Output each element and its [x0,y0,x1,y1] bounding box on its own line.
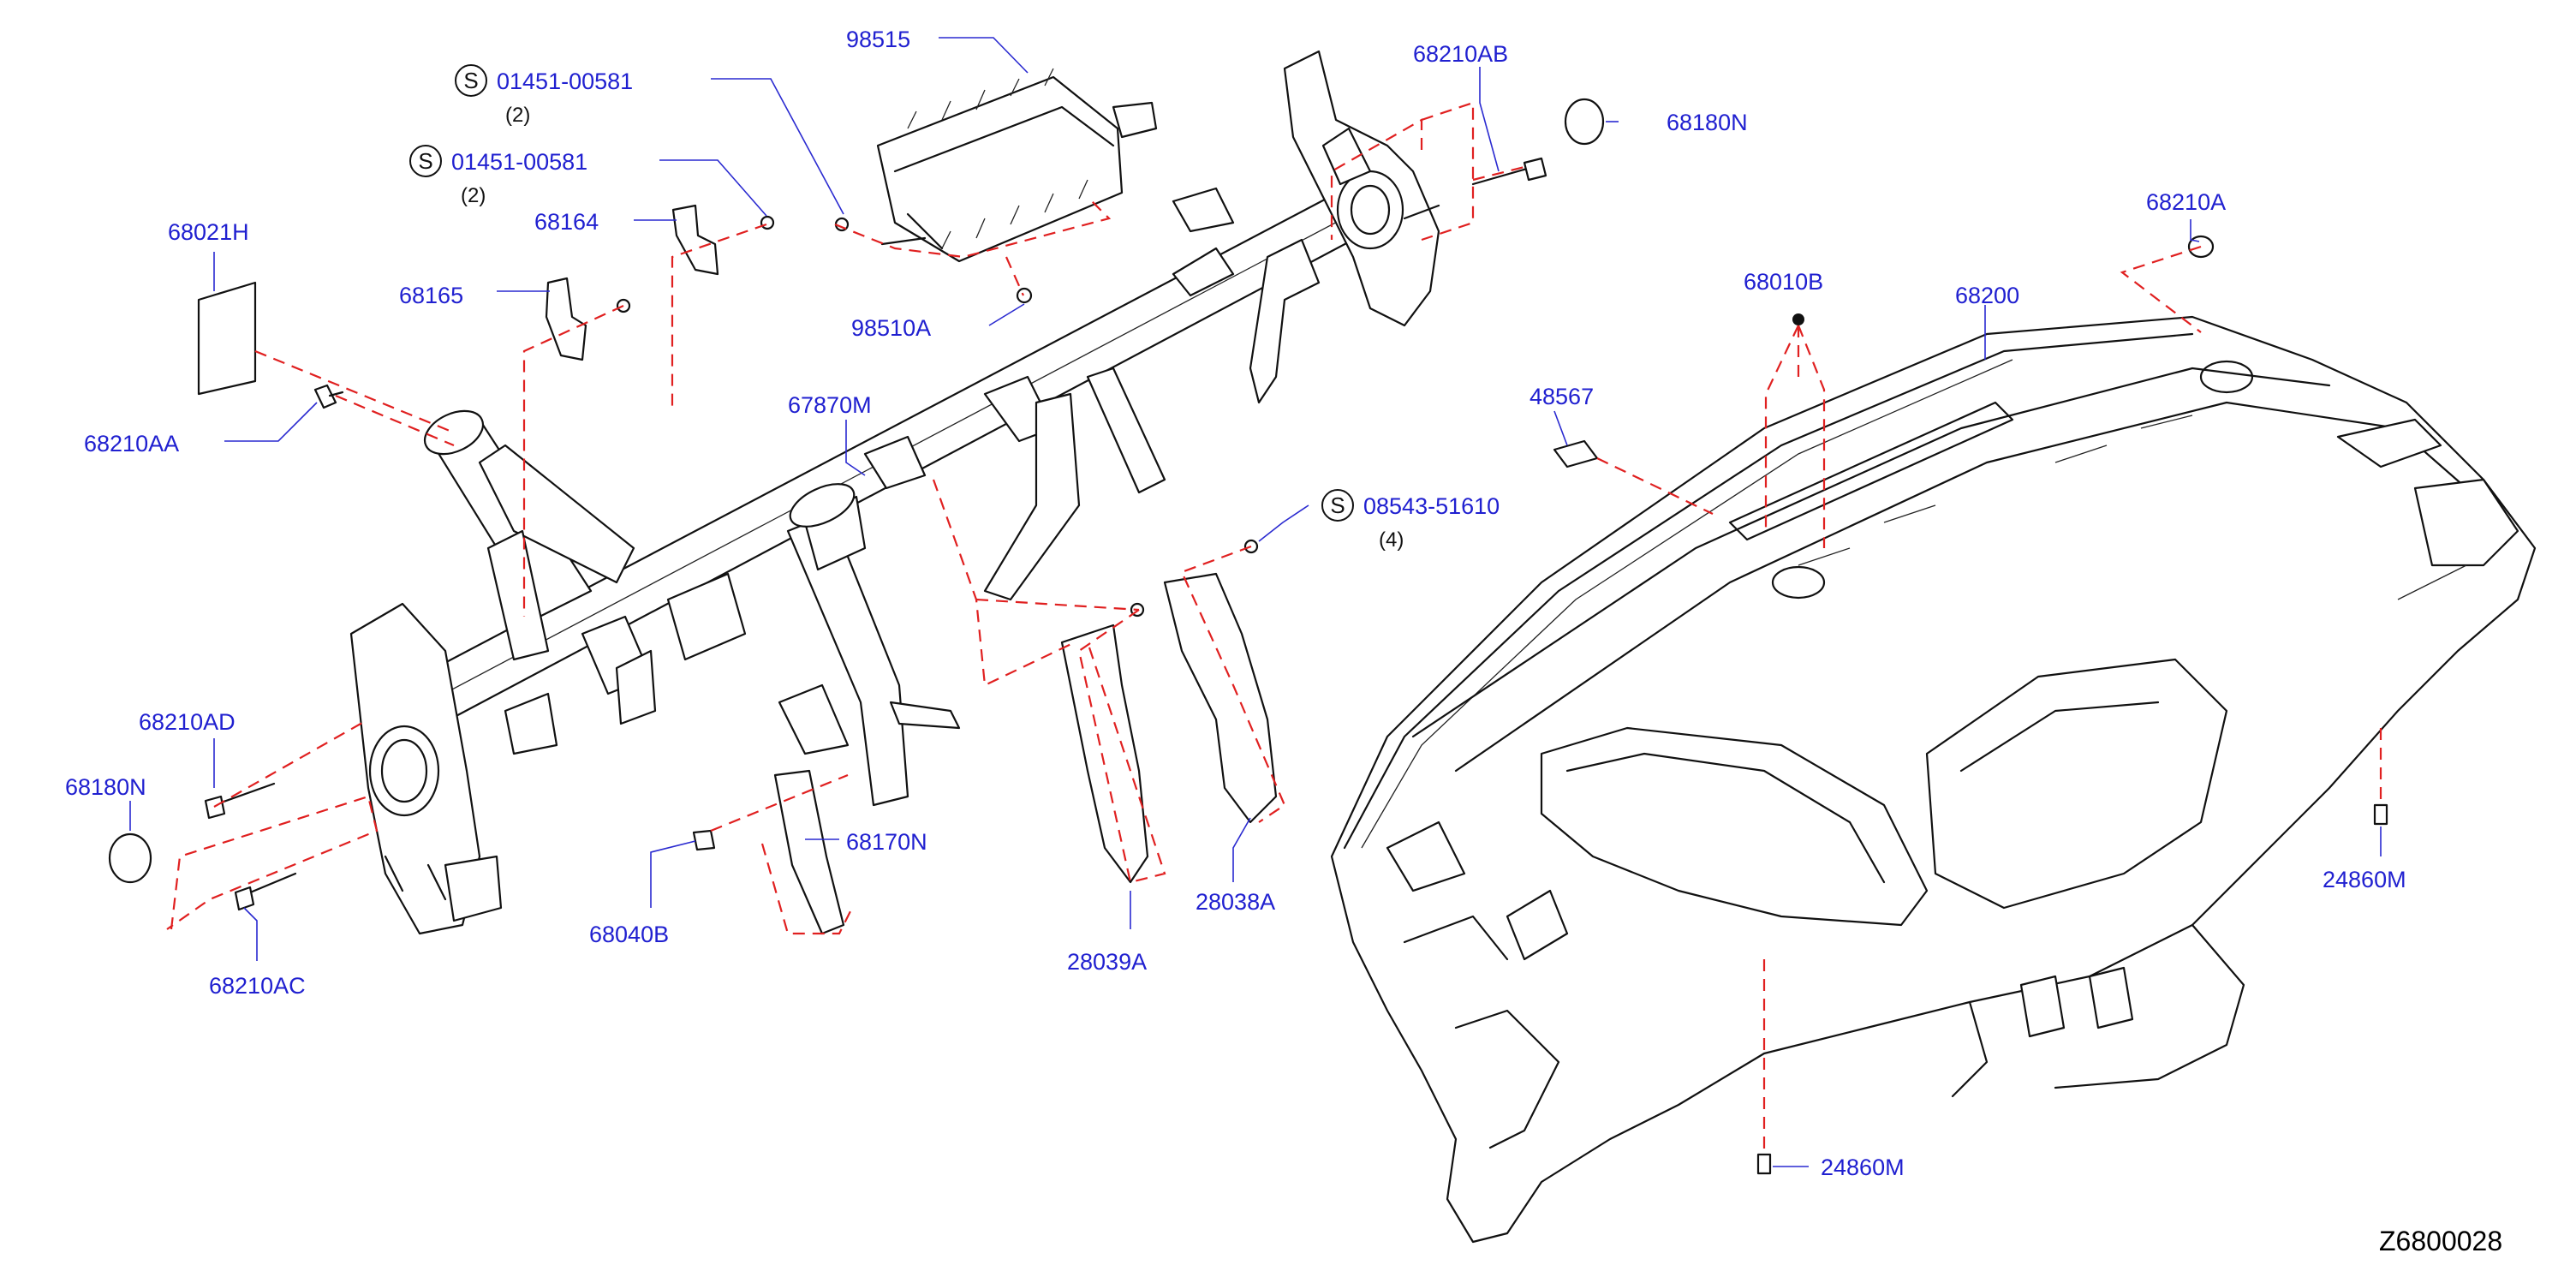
label-68210AD: 68210AD [139,709,236,735]
leader-lines [129,37,2382,1167]
label-24860M-right: 24860M [2323,867,2406,892]
std-part-qty: (2) [461,184,486,207]
label-98515: 98515 [846,27,910,52]
s-badge: S [418,148,432,174]
std-part-qty: (4) [1379,528,1404,552]
steering-member-art [349,50,1440,935]
part-labels: 98515 68210AB 68180N 68164 68021H 68165 … [65,27,2406,1180]
label-68210AB: 68210AB [1413,41,1508,67]
standard-part-s1: S 01451-00581 (2) [455,64,633,127]
label-68170N: 68170N [846,829,927,855]
std-part-number: 01451-00581 [497,69,633,94]
label-68180N-top: 68180N [1667,110,1748,135]
label-68040B: 68040B [589,922,669,947]
label-68200: 68200 [1955,283,2019,308]
label-68021H: 68021H [168,219,249,245]
s-badge: S [1330,492,1345,518]
diagram-code: Z6800028 [2379,1226,2502,1256]
label-68180N-left: 68180N [65,774,146,800]
label-24860M-bottom: 24860M [1821,1155,1905,1180]
s-badge: S [463,68,478,93]
passenger-airbag-art [876,68,1158,263]
standard-part-s3: S 08543-51610 (4) [1321,489,1500,552]
label-68165: 68165 [399,283,463,308]
label-68210AC: 68210AC [209,973,306,999]
std-part-number: 08543-51610 [1363,493,1500,519]
label-67870M: 67870M [788,392,872,418]
label-68210AA: 68210AA [84,431,179,456]
label-28039A: 28039A [1067,949,1147,975]
label-68010B: 68010B [1744,269,1823,295]
std-part-qty: (2) [505,104,530,127]
label-68164: 68164 [534,209,599,235]
label-68210A: 68210A [2146,189,2226,215]
label-48567: 48567 [1530,384,1594,409]
std-part-number: 01451-00581 [451,149,587,175]
small-parts-art [108,98,2388,1175]
standard-part-s2: S 01451-00581 (2) [409,145,587,207]
label-28038A: 28038A [1196,889,1275,915]
dashed-guides [166,101,2382,1152]
instrument-panel-art [1330,315,2537,1244]
label-98510A: 98510A [851,315,931,341]
